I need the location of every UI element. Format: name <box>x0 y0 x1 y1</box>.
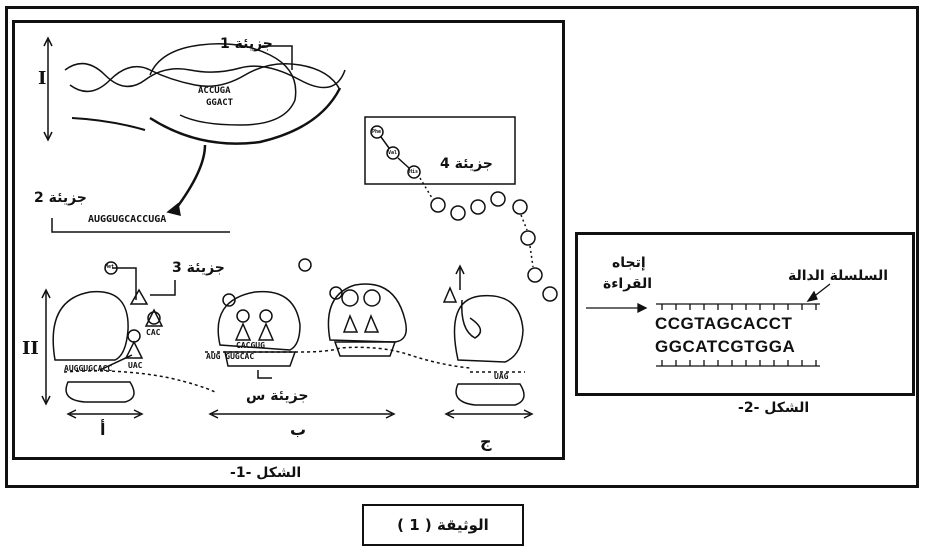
stage-b-anticodons: CACGUG <box>236 341 265 350</box>
document-title-box: الوثيقة ( 1 ) <box>362 504 524 546</box>
trna-a-1-aa <box>127 329 141 343</box>
mrna-b <box>205 346 471 369</box>
b2-aa-3 <box>363 289 381 307</box>
dna-bottom-seq: GGACT <box>206 98 234 108</box>
ribosome-c-small <box>455 383 525 406</box>
label-molecule-1: جزيئة 1 <box>220 36 273 52</box>
mrna-arrow <box>173 144 207 211</box>
stage-b-mrna: AUG GUGCAC <box>206 352 255 361</box>
b2-aa-1 <box>329 286 343 300</box>
label-molecule-2: جزيئة 2 <box>34 190 87 206</box>
molecule-1-pointer <box>262 45 293 70</box>
chain-aa-1 <box>430 197 446 213</box>
dna-seq-top: CCGTAGCACCT <box>655 314 793 333</box>
dna-strand-1 <box>64 62 346 89</box>
b1-aa-met <box>222 293 236 307</box>
label-roman-II: II <box>22 338 39 359</box>
aa-label-val: Val <box>388 150 398 156</box>
figure-1-caption: الشكل -1- <box>230 465 302 481</box>
molecule-3-pointer <box>150 280 176 296</box>
document-frame <box>5 6 919 488</box>
label-roman-I: I <box>38 68 47 89</box>
b1-aa-his <box>259 309 273 323</box>
mrna-a <box>63 370 216 393</box>
stage-c-stop-codon: UAG <box>494 372 509 381</box>
trna-2-anticodon: CAC <box>146 328 161 337</box>
dna-left-tail <box>71 117 146 131</box>
scale-I-top <box>43 36 53 47</box>
scale-II-top <box>41 288 51 299</box>
c-trna-free <box>442 286 458 303</box>
molecule-2-bracket <box>51 218 230 233</box>
label-direction-1: إتجاه <box>612 255 646 271</box>
b2-aa-2 <box>341 289 359 307</box>
mrna-arrowhead <box>166 202 181 217</box>
stage-a-mrna: AUGGUGCACC <box>64 364 113 373</box>
label-coding-strand: السلسلة الدالة <box>788 268 889 284</box>
ribosome-a-small <box>65 381 135 403</box>
figure-2-caption: الشكل -2- <box>738 400 810 416</box>
mrna-sequence: AUGGUGCACCUGA <box>88 214 167 225</box>
b2-trna-2 <box>363 314 380 333</box>
trna-free-aa <box>104 261 118 275</box>
ribosome-b1-large <box>217 290 301 351</box>
ribosome-b2-small <box>333 341 397 357</box>
label-molecule-3: جزيئة 3 <box>172 260 225 276</box>
dna-seq-bottom: GGCATCGTGGA <box>655 337 796 356</box>
aa-his <box>407 165 421 179</box>
chain-aa-2 <box>450 205 466 221</box>
label-molecule-4: جزيئة 4 <box>440 156 493 172</box>
ribosome-c-large <box>453 294 524 363</box>
b1-aa-val <box>236 309 250 323</box>
chain-link <box>419 177 433 199</box>
ribosome-b2-large <box>327 283 407 343</box>
molecule-s-line <box>257 370 272 379</box>
molecule-4-box <box>364 116 516 185</box>
label-stage-b: ب <box>290 420 307 439</box>
document-title: الوثيقة ( 1 ) <box>397 516 489 534</box>
figure-1-box <box>12 20 565 460</box>
chain-aa-7 <box>527 267 543 283</box>
peptide-bonds <box>380 136 410 169</box>
scale-I-bottom <box>43 131 53 142</box>
chain-aa-6 <box>520 230 536 246</box>
label-stage-c: ج <box>480 432 492 451</box>
c-chain <box>461 299 482 339</box>
aa-label-met: Met <box>105 264 115 270</box>
chain-aa-3 <box>470 199 486 215</box>
rna-polymerase <box>149 87 342 145</box>
trna-1-anticodon: UAC <box>128 361 143 370</box>
label-direction-2: القراءة <box>603 276 653 292</box>
trna-a-2 <box>144 308 164 327</box>
label-molecule-s: جزيئة س <box>246 388 309 404</box>
trna-a-2-aa <box>147 311 161 325</box>
dna-top-seq: ACCUGA <box>198 86 231 96</box>
molecule-3-line-left <box>112 267 137 300</box>
aa-phe <box>370 125 384 139</box>
scale-II-bottom <box>41 395 51 406</box>
codon-pointer <box>99 354 133 371</box>
chain-aa-8 <box>542 286 558 302</box>
aa-val <box>386 146 400 160</box>
chain-aa-5 <box>512 199 528 215</box>
chain-aa-4 <box>490 191 506 207</box>
b1-trna-1 <box>234 322 252 341</box>
aa-label-his: His <box>409 169 419 175</box>
b1-trna-2 <box>257 322 275 341</box>
aa-label-phe: Phe <box>372 129 382 135</box>
dna-strand-2 <box>69 63 341 93</box>
free-trna <box>129 288 149 305</box>
label-stage-a: أ <box>100 420 106 439</box>
trna-a-1 <box>124 340 144 359</box>
b2-trna-1 <box>342 314 359 333</box>
transcription-bubble <box>149 43 297 126</box>
b2-aa-top <box>298 258 312 272</box>
figure-2-box <box>575 232 915 396</box>
ribosome-a-large <box>52 290 129 361</box>
